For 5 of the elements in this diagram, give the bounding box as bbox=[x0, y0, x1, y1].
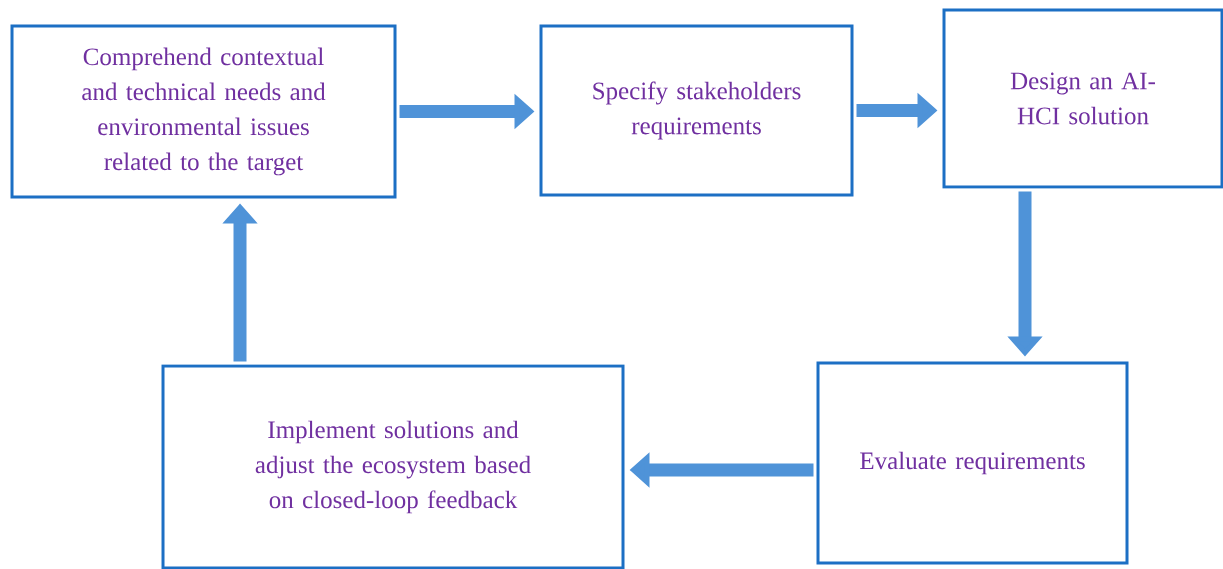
process-box: Specify stakeholders requirements bbox=[539, 24, 854, 197]
process-box: Evaluate requirements bbox=[816, 361, 1129, 565]
process-box: Design an AI-HCI solution bbox=[942, 8, 1223, 189]
process-box: Implement solutions and adjust the ecosystem based on closed-loop feedback bbox=[161, 364, 625, 569]
process-box: Comprehend contextual and technical needs and environmental issues related to the target bbox=[10, 24, 397, 199]
